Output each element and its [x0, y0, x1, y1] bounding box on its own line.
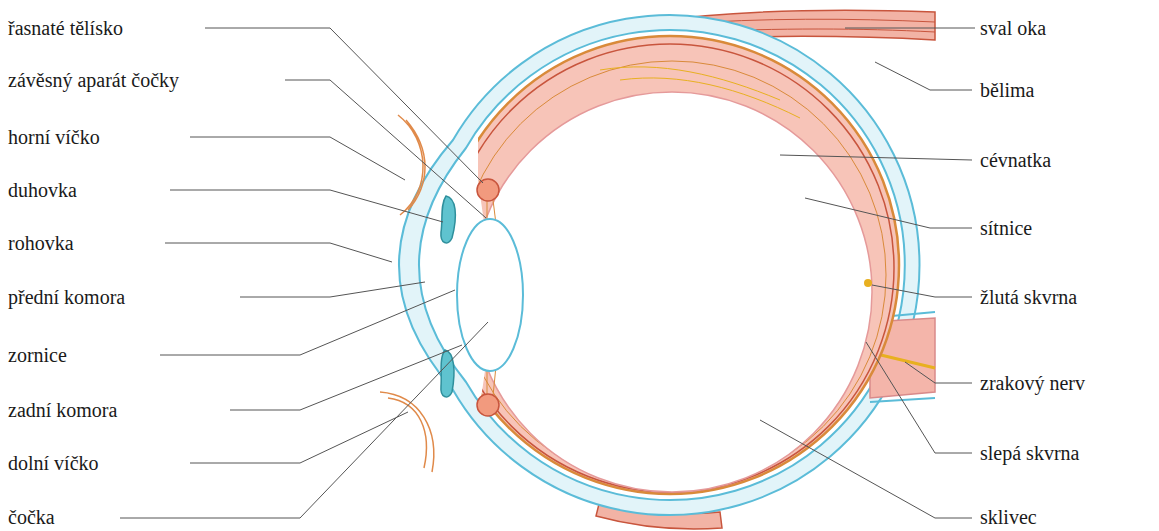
part-label: horní víčko	[6, 125, 102, 149]
choroid-layer	[446, 44, 894, 492]
leader-line	[866, 342, 972, 453]
leader-line	[805, 198, 972, 228]
leader-line	[905, 362, 972, 383]
leader-line	[165, 243, 392, 262]
part-label: zrakový nerv	[978, 371, 1087, 395]
leader-line	[160, 290, 455, 355]
lens	[457, 219, 523, 371]
vitreous	[472, 92, 872, 492]
sclera	[399, 15, 920, 515]
leader-line	[205, 28, 483, 183]
retina-vessel	[600, 67, 800, 118]
part-label: sítnice	[978, 216, 1034, 240]
ciliary-body	[477, 394, 499, 416]
choroid	[441, 36, 899, 494]
zonule	[487, 368, 488, 396]
leader-line	[190, 137, 405, 180]
part-label: žlutá skvrna	[978, 285, 1079, 309]
leader-line	[780, 155, 972, 160]
leader-line	[285, 80, 486, 218]
part-label: zornice	[6, 343, 69, 367]
part-label: přední komora	[6, 285, 127, 309]
leader-line	[120, 322, 488, 518]
leader-line	[760, 420, 972, 518]
part-label: zadní komora	[6, 398, 119, 422]
leader-line	[875, 62, 972, 90]
leader-line	[845, 28, 975, 29]
leader-lines	[120, 28, 975, 518]
part-label: cévnatka	[978, 148, 1053, 172]
part-label: sval oka	[978, 16, 1048, 40]
macula	[864, 279, 872, 287]
leader-line	[170, 190, 443, 222]
upper-eyelid	[398, 115, 425, 215]
sclera-inner	[419, 30, 905, 500]
lower-eyelid	[380, 392, 434, 472]
leader-line	[230, 345, 462, 410]
part-label: závěsný aparát čočky	[6, 68, 181, 92]
part-label: rohovka	[6, 231, 76, 255]
part-label: sklivec	[978, 505, 1039, 529]
ciliary-body	[477, 179, 499, 201]
part-label: duhovka	[6, 178, 79, 202]
iris	[441, 350, 454, 397]
part-label: bělima	[978, 78, 1036, 102]
leader-line	[872, 285, 972, 297]
leader-line	[240, 282, 425, 297]
part-label: čočka	[6, 505, 57, 529]
part-label: řasnaté tělísko	[6, 16, 125, 40]
part-label: slepá skvrna	[978, 441, 1081, 465]
part-label: dolní víčko	[6, 451, 101, 475]
iris	[441, 196, 455, 243]
leader-line	[190, 412, 408, 463]
